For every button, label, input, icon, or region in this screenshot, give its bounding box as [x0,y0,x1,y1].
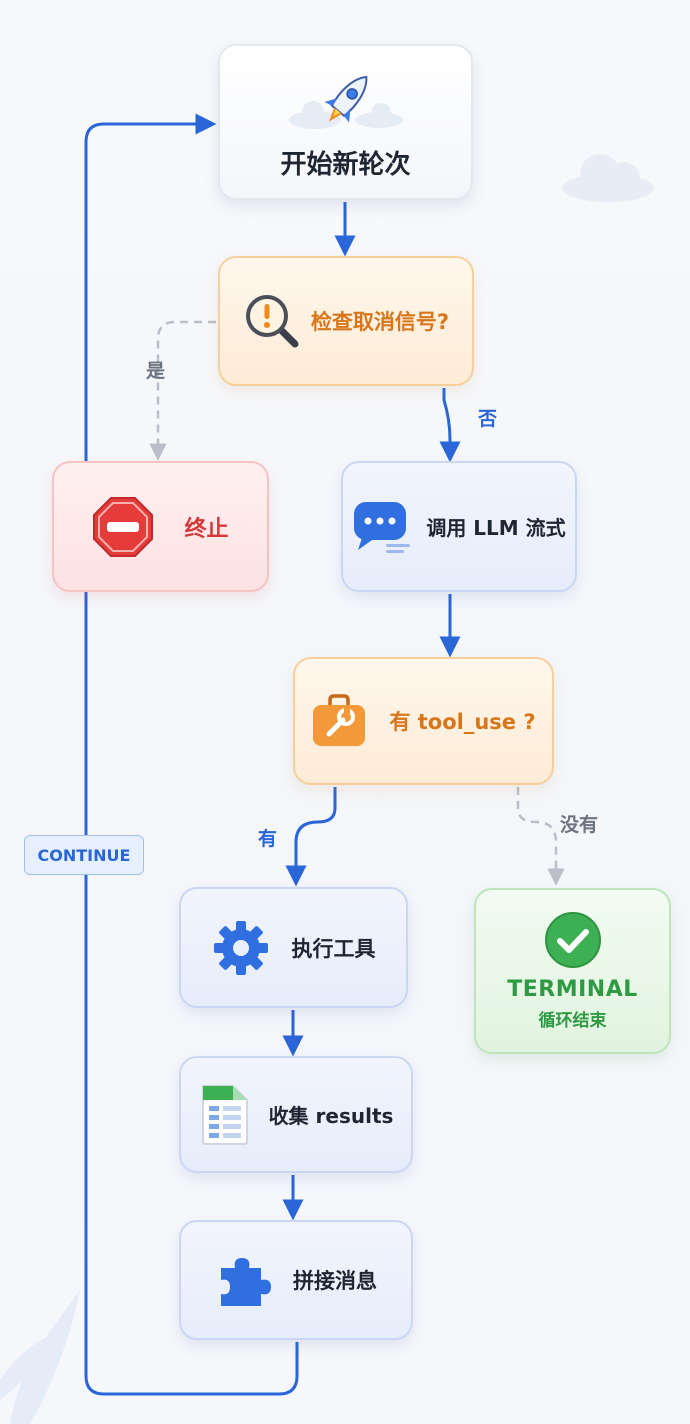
node-has-tool-use: 有 tool_use ? [293,657,554,785]
edge-check-llm [439,388,461,463]
cloud-icon [562,154,654,202]
edge-continue-loop [84,113,299,1396]
node-terminal-label: TERMINAL [507,977,638,1002]
toolbox-icon [313,694,366,746]
magnifier-alert-icon [245,295,299,348]
node-concat-messages: 拼接消息 [179,1220,413,1340]
node-collect-results-label: 收集 results [268,1104,394,1128]
edge-label-none: 没有 [560,814,599,836]
node-has-tool-use-label: 有 tool_use ? [389,710,536,734]
node-call-llm-label: 调用 LLM 流式 [426,516,566,540]
node-terminal: TERMINAL 循环结束 [474,888,671,1054]
puzzle-icon [221,1258,271,1306]
edge-tool-exec [285,787,337,887]
stop-sign-icon [93,496,154,557]
spreadsheet-icon [201,1084,248,1145]
node-stop: 终止 [52,461,269,592]
chat-bubble-icon [354,501,411,553]
node-execute-tool: 执行工具 [179,887,408,1008]
rocket-icon [288,75,403,129]
edge-check-stop [149,320,216,461]
node-collect-results: 收集 results [179,1056,413,1173]
node-check-cancel-label: 检查取消信号? [310,310,450,334]
node-stop-label: 终止 [184,516,229,542]
edge-label-yes: 是 [146,360,166,382]
node-call-llm: 调用 LLM 流式 [341,461,577,592]
gear-icon [213,920,268,975]
edge-tool-terminal [516,787,565,886]
node-concat-messages-label: 拼接消息 [293,1269,377,1293]
node-check-cancel: 检查取消信号? [218,256,474,386]
node-terminal-sublabel: 循环结束 [538,1011,607,1031]
edge-label-has: 有 [258,828,278,850]
node-start-label: 开始新轮次 [280,149,411,180]
node-start: 开始新轮次 [218,44,473,200]
leaf-decoration-icon [0,1290,80,1424]
continue-badge: CONTINUE [24,835,144,875]
check-circle-icon [544,912,601,968]
edge-label-no: 否 [478,408,498,430]
node-execute-tool-label: 执行工具 [291,936,376,961]
